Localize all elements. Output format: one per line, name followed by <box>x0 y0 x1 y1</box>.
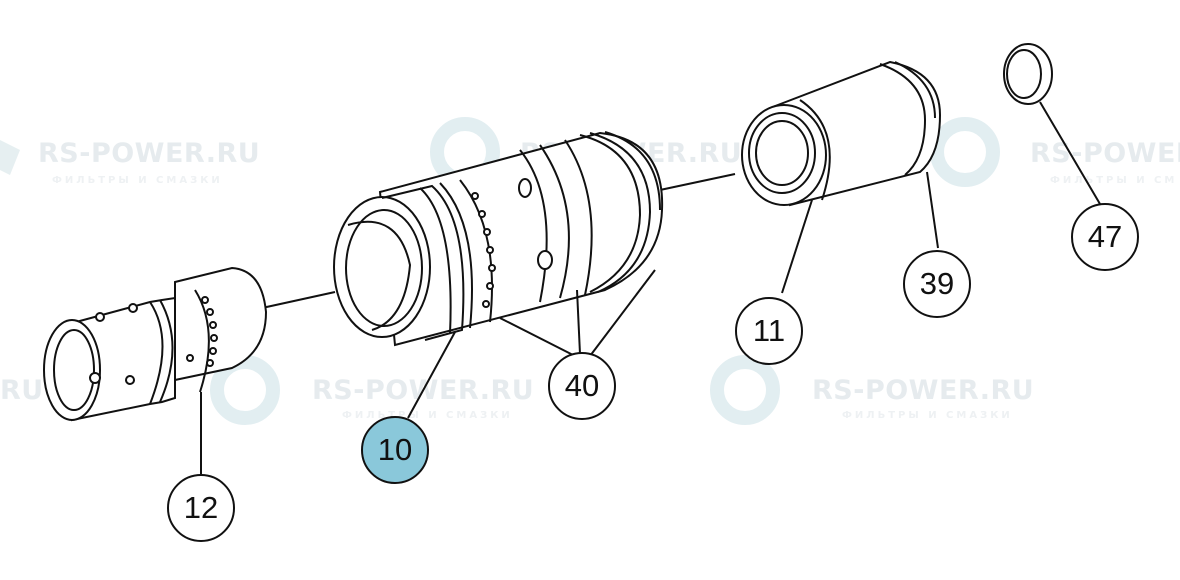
part-11-housing <box>741 60 942 207</box>
callout-part-12[interactable]: 12 <box>167 474 235 542</box>
watermark-brand-partial: RS-POWER <box>1030 138 1180 169</box>
assembly-axis-line <box>261 173 736 309</box>
watermark-tagline: ФИЛЬТРЫ И СМАЗКИ <box>342 410 513 421</box>
watermark-brand: RS-POWER.RU <box>812 375 1035 406</box>
part-47-ring <box>1003 43 1053 105</box>
watermark-brand: RS-POWER.RU <box>38 138 261 169</box>
callout-part-47[interactable]: 47 <box>1071 203 1139 271</box>
leader-lines <box>200 101 1101 474</box>
callout-part-10[interactable]: 10 <box>361 416 429 484</box>
part-10-body <box>333 131 664 347</box>
callout-part-11[interactable]: 11 <box>735 297 803 365</box>
watermark-tagline: ФИЛЬТРЫ И СМАЗКИ <box>842 410 1013 421</box>
watermark-tagline: ФИЛЬТРЫ И СМАЗКИ <box>52 175 223 186</box>
watermark-tagline-partial: ФИЛЬТРЫ И СМ <box>1050 175 1178 186</box>
callout-part-40[interactable]: 40 <box>548 352 616 420</box>
part-12-sleeve <box>43 266 268 422</box>
callout-part-39[interactable]: 39 <box>903 250 971 318</box>
watermark-brand-partial: RU <box>0 375 44 406</box>
